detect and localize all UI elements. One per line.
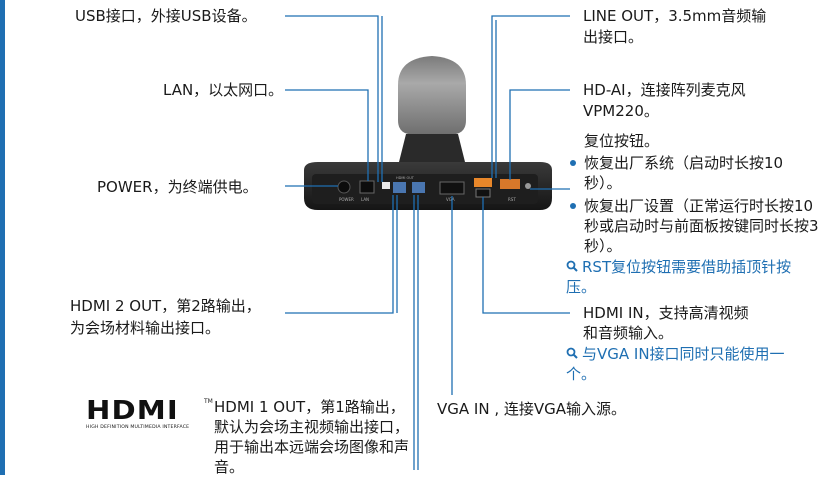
hdmi1-label-line1: HDMI 1 OUT，第1路输出， [214, 398, 405, 416]
port-label-vga: VGA [446, 197, 455, 202]
lineout-label-line2: 出接口。 [583, 28, 644, 46]
magnifier-icon [566, 344, 582, 364]
reset-note: RST复位按钮需要借助插顶针按压。 [566, 257, 792, 296]
hdmi1-label-line3: 用于输出本远端会场图像和声 [214, 438, 410, 456]
magnifier-icon [566, 257, 582, 277]
hdmi-logo: HDMI TM HIGH DEFINITION MULTIMEDIA INTER… [86, 396, 213, 430]
reset-bullet-item: 恢复出厂系统（启动时长按10秒）。 [570, 153, 820, 193]
port-label-power: POWER [339, 197, 354, 202]
hdmi2-label-line1: HDMI 2 OUT，第2路输出， [70, 297, 261, 315]
lan-label: LAN，以太网口。 [163, 81, 284, 99]
hdmiin-note: 与VGA IN接口同时只能使用一个。 [566, 344, 785, 383]
hdmi1-label-line4: 音。 [214, 458, 245, 476]
left-accent-bar [0, 0, 5, 475]
lineout-label-line1: LINE OUT，3.5mm音频输 [583, 7, 767, 25]
vga-label: VGA IN , 连接VGA输入源。 [437, 400, 627, 418]
usb-label: USB接口，外接USB设备。 [75, 7, 257, 25]
port-label-hdmi-out: HDMI OUT [396, 176, 415, 180]
hdmi1-label-line2: 默认为会场主视频输出接口， [214, 418, 410, 436]
bullet-dot-icon [570, 203, 576, 209]
hdmiin-label-line2: 和音频输入。 [583, 324, 674, 342]
port-label-lan: LAN [361, 197, 369, 202]
reset-bullet-item: 恢复出厂设置（正常运行时长按10秒或启动时与前面板按键同时长按3秒）。 [570, 196, 820, 256]
port-label-rst: RST [508, 197, 516, 202]
power-label: POWER，为终端供电。 [97, 178, 258, 196]
reset-title: 复位按钮。 [584, 132, 660, 150]
hdai-label-line1: HD-AI，连接阵列麦克风 [583, 81, 746, 99]
hdmi2-label-line2: 为会场材料输出接口。 [70, 319, 221, 337]
reset-bullet-list: 恢复出厂系统（启动时长按10秒）。 恢复出厂设置（正常运行时长按10秒或启动时与… [570, 153, 820, 256]
hdai-label-line2: VPM220。 [583, 102, 659, 120]
hdmiin-label-line1: HDMI IN，支持高清视频 [583, 304, 749, 322]
bullet-dot-icon [570, 160, 576, 166]
